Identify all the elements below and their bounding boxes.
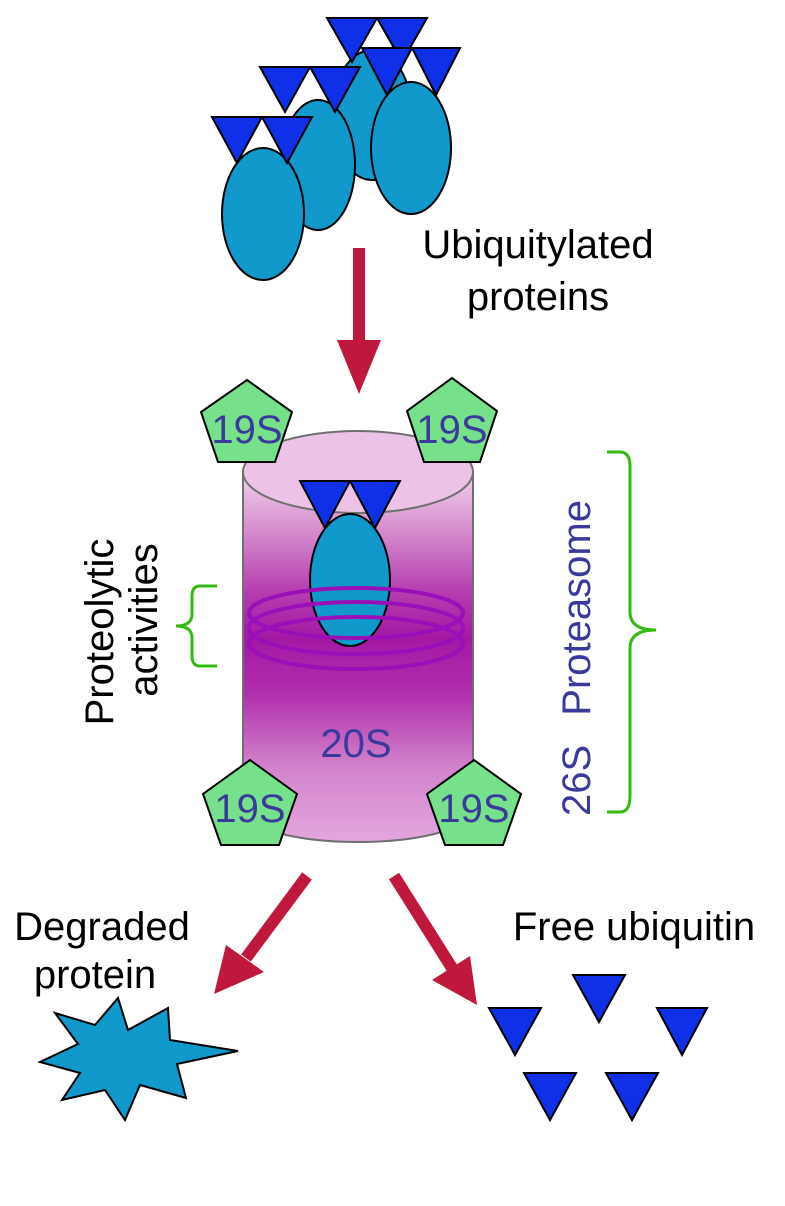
proteolytic-activities-bracket: [175, 584, 217, 668]
ubiquitin-icon: [487, 1007, 543, 1058]
ubiquitin-icon: [604, 1072, 660, 1123]
substrate-protein-in-proteasome: [298, 480, 402, 647]
arrow-to-free-ubiquitin: [388, 872, 477, 1005]
degraded-protein-label-line2: protein: [34, 953, 156, 997]
ubiquitylated-proteins-label-line2: proteins: [467, 275, 609, 319]
free-ubiquitin-group: [487, 974, 709, 1123]
proteolytic-activities-label-line1: Proteolytic: [78, 539, 122, 726]
ubiquitin-icon: [522, 1072, 578, 1123]
proteasome-26s-bracket: [607, 450, 657, 814]
ubiquitylated-protein: [360, 47, 462, 215]
free-ubiquitin-label: Free ubiquitin: [513, 905, 755, 949]
proteolytic-rings: [247, 586, 465, 671]
ubiquitin-icon: [655, 1007, 709, 1058]
proteasome-26s-label: 26S Proteasome: [555, 500, 599, 816]
svg-text:19S: 19S: [438, 787, 509, 831]
cap-19s-bottom-left: 19S: [201, 758, 299, 846]
svg-text:19S: 19S: [211, 408, 282, 452]
degraded-protein-burst-icon: [37, 995, 239, 1123]
proteasome-26s-prefix: 26S: [555, 745, 599, 816]
arrow-to-degraded-protein: [214, 872, 312, 994]
proteolytic-activities-label-line2: activities: [122, 543, 166, 696]
degraded-protein-label-line1: Degraded: [14, 905, 190, 949]
svg-text:19S: 19S: [214, 787, 285, 831]
ubiquitin-icon: [571, 974, 627, 1025]
proteasome-word: Proteasome: [555, 500, 599, 716]
cap-19s-bottom-right: 19S: [425, 758, 523, 846]
ubiquitylated-protein: [210, 116, 314, 281]
ubiquitylated-protein-cluster: [210, 17, 462, 281]
ubiquitylated-proteins-label-line1: Ubiquitylated: [422, 223, 653, 267]
arrow-into-proteasome: [337, 248, 381, 394]
cap-19s-top-left: 19S: [199, 378, 294, 463]
core-20s-label: 20S: [320, 722, 391, 766]
svg-text:19S: 19S: [416, 408, 487, 452]
cap-19s-top-right: 19S: [405, 376, 499, 463]
